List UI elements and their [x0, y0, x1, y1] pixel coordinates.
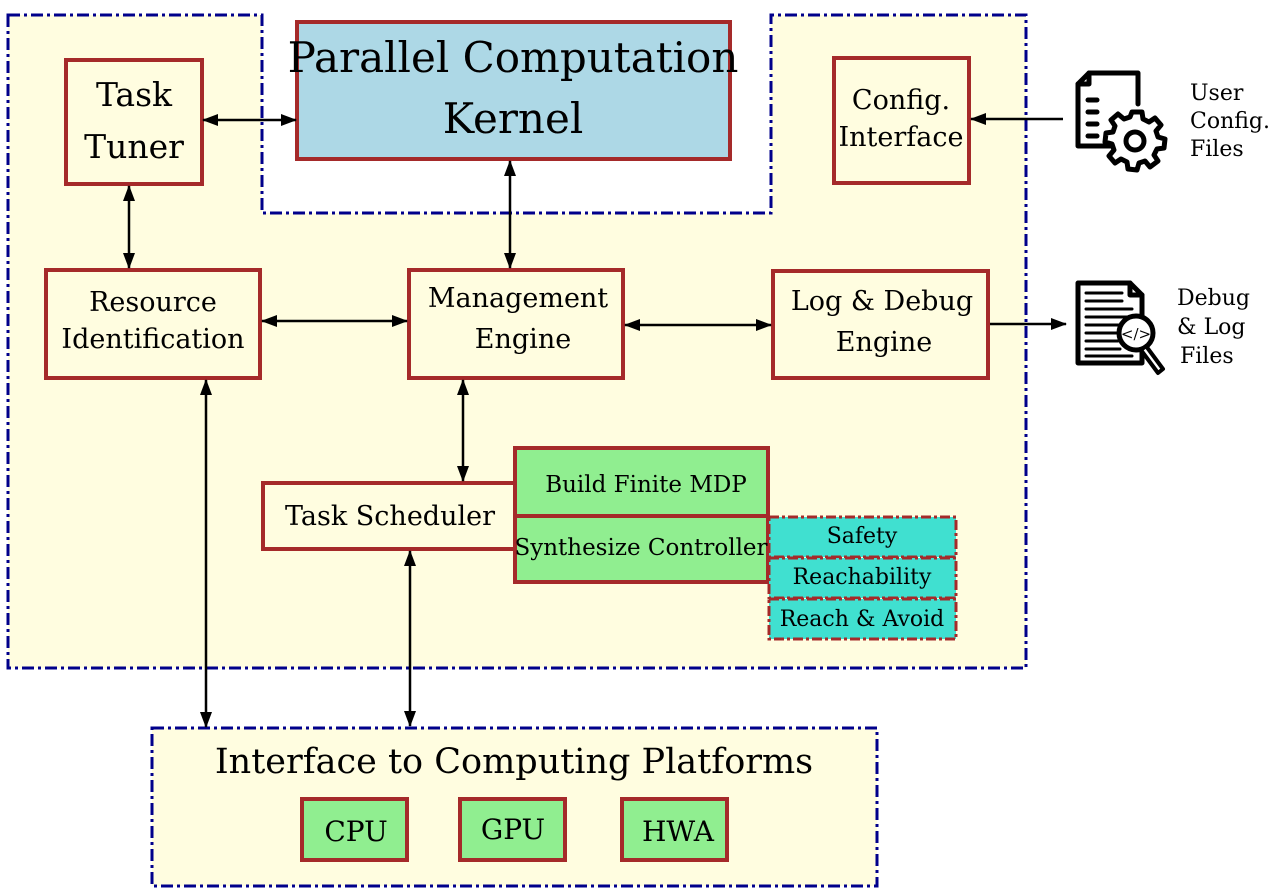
task-scheduler-label: Task Scheduler [285, 501, 495, 532]
svg-text:Files: Files [1180, 344, 1234, 369]
user-config-files-label: User Config. Files [1190, 81, 1270, 162]
spec-safety-block[interactable]: Safety [767, 515, 958, 559]
task-tuner-label-line1: Task [96, 75, 173, 114]
spec-reach-avoid-block[interactable]: Reach & Avoid [767, 597, 958, 641]
kernel-label-line1: Parallel Computation [288, 33, 739, 82]
spec-safety-label: Safety [827, 524, 898, 549]
config-interface-label-line2: Interface [839, 122, 964, 153]
platform-gpu-block[interactable]: GPU [458, 797, 567, 862]
platform-hwa-label: HWA [642, 815, 715, 848]
log-file-magnifier-icon: </> [1075, 280, 1165, 375]
kernel-label-line2: Kernel [443, 94, 584, 143]
svg-text:Files: Files [1190, 137, 1244, 162]
log-debug-engine-label-line1: Log & Debug [791, 286, 973, 317]
debug-log-files-label: Debug & Log Files [1177, 286, 1250, 369]
task-scheduler-block[interactable]: Task Scheduler [261, 481, 518, 551]
platform-hwa-block[interactable]: HWA [620, 797, 729, 862]
management-engine-block[interactable]: Management Engine [407, 268, 625, 380]
log-debug-engine-label-line2: Engine [836, 327, 932, 358]
resource-identification-label-line2: Identification [61, 324, 244, 355]
svg-text:Config.: Config. [1190, 109, 1270, 134]
resource-identification-block[interactable]: Resource Identification [44, 268, 262, 380]
svg-text:User: User [1190, 81, 1244, 106]
task-tuner-block[interactable]: Task Tuner [64, 58, 204, 186]
spec-reachability-label: Reachability [793, 565, 932, 590]
build-finite-mdp-label: Build Finite MDP [545, 472, 747, 498]
platforms-interface-title: Interface to Computing Platforms [215, 742, 813, 782]
code-glyph: </> [1121, 325, 1151, 343]
synthesize-controller-block[interactable]: Synthesize Controller [513, 514, 770, 584]
config-interface-block[interactable]: Config. Interface [832, 56, 971, 185]
management-engine-label-line1: Management [428, 283, 608, 314]
platform-cpu-label: CPU [324, 815, 387, 848]
platform-gpu-label: GPU [481, 813, 545, 846]
svg-text:Debug: Debug [1177, 286, 1250, 311]
platform-cpu-block[interactable]: CPU [300, 797, 409, 862]
task-tuner-label-line2: Tuner [84, 127, 184, 166]
spec-reachability-block[interactable]: Reachability [767, 556, 958, 600]
management-engine-label-line2: Engine [475, 324, 571, 355]
svg-text:& Log: & Log [1177, 315, 1246, 340]
parallel-computation-kernel-block[interactable]: Parallel Computation Kernel [288, 20, 739, 161]
build-finite-mdp-block[interactable]: Build Finite MDP [513, 446, 770, 518]
config-file-gear-icon [1075, 70, 1168, 173]
log-debug-engine-block[interactable]: Log & Debug Engine [771, 269, 990, 380]
config-interface-label-line1: Config. [852, 85, 950, 116]
synthesize-controller-label: Synthesize Controller [514, 535, 767, 561]
spec-reach-avoid-label: Reach & Avoid [780, 607, 945, 632]
resource-identification-label-line1: Resource [89, 287, 217, 318]
